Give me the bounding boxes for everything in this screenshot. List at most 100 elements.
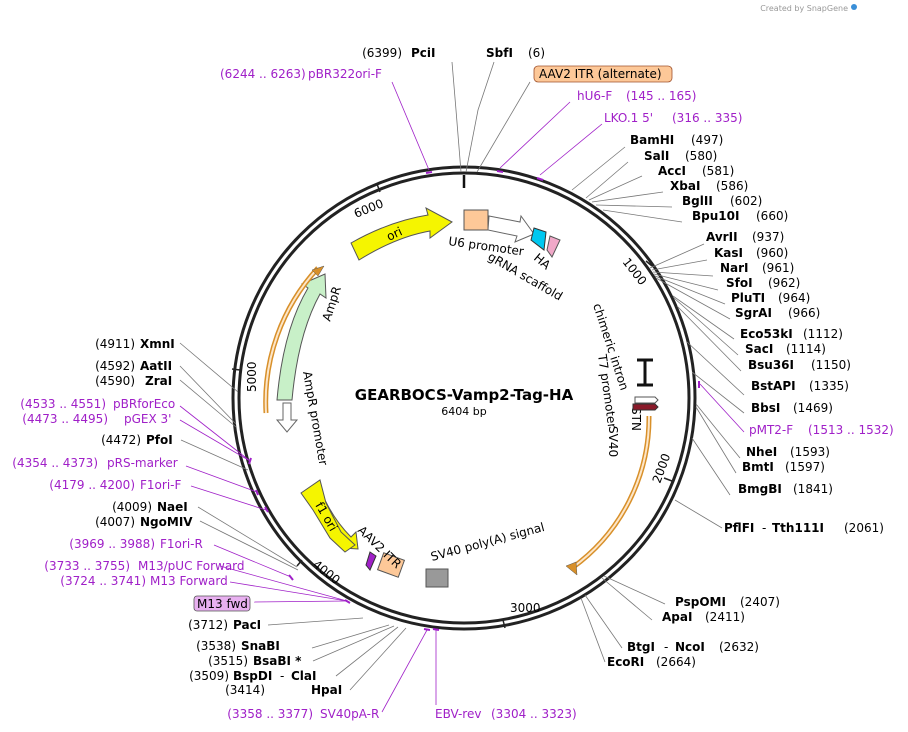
bmti-name[interactable]: BmtI (742, 460, 774, 474)
sv40-polya-feature[interactable] (425, 568, 449, 588)
snabi-name[interactable]: SnaBI (241, 639, 280, 653)
xbai-name[interactable]: XbaI (670, 179, 700, 193)
bsu36i-name[interactable]: Bsu36I (748, 358, 794, 372)
ncoi-name[interactable]: NcoI (675, 640, 705, 654)
bmgbi-pos: (1841) (793, 482, 833, 496)
plasmid-size: 6404 bp (441, 405, 486, 418)
naei-name[interactable]: NaeI (157, 500, 188, 514)
small-feature-marker[interactable] (546, 235, 561, 258)
hpai-pos: (3414) (225, 683, 265, 697)
saci-name[interactable]: SacI (745, 342, 773, 356)
paci-pos: (3712) (188, 618, 228, 632)
bstapi-name[interactable]: BstAPI (751, 379, 796, 393)
u6-promoter-feature[interactable] (463, 209, 489, 231)
ampr-feature[interactable] (276, 273, 327, 401)
ampr-promoter-feature[interactable] (275, 402, 299, 433)
ngomiv-name[interactable]: NgoMIV (140, 515, 193, 529)
sfoi-pos: (962) (768, 276, 800, 290)
sv40pa-primer-name[interactable]: SV40pA-R (320, 707, 379, 721)
f1orif-primer-range: (4179 .. 4200) (49, 478, 135, 492)
pbrforeco-primer-name[interactable]: pBRforEco (113, 397, 175, 411)
ori-feature[interactable] (350, 206, 453, 261)
grna-scaffold-label: gRNA scaffold (486, 249, 566, 303)
clai-name[interactable]: ClaI (291, 669, 316, 683)
pspomi-name[interactable]: PspOMI (675, 595, 726, 609)
kasi-pos: (960) (756, 246, 788, 260)
pbr322-primer-name[interactable]: pBR322ori-F (308, 67, 382, 81)
aav2-itr-marker (365, 551, 377, 571)
m13puc-primer-name[interactable]: M13/pUC Forward (138, 559, 245, 573)
ampr-promoter-label: AmpR promoter (300, 370, 330, 466)
bglii-pos: (602) (730, 194, 762, 208)
bmti-pos: (1597) (785, 460, 825, 474)
eco53ki-name[interactable]: Eco53kI (740, 327, 793, 341)
stn-label: STN (629, 407, 643, 431)
sali-name[interactable]: SalI (644, 149, 669, 163)
zrai-name[interactable]: ZraI (145, 374, 172, 388)
bmgbi-name[interactable]: BmgBI (738, 482, 782, 496)
backbone-inner-ring (237, 171, 691, 625)
xmni-name[interactable]: XmnI (140, 337, 175, 351)
bamhi-pos: (497) (691, 133, 723, 147)
aatii-name[interactable]: AatII (140, 359, 172, 373)
pflfi-name[interactable]: PflFI (724, 521, 754, 535)
ebv-primer-name[interactable]: EBV-rev (435, 707, 481, 721)
ha-tag-feature[interactable] (530, 227, 547, 251)
pluti-name[interactable]: PluTI (731, 291, 765, 305)
apai-name[interactable]: ApaI (662, 610, 692, 624)
kasi-name[interactable]: KasI (714, 246, 743, 260)
aav2-itr-alternate-box[interactable] (533, 65, 673, 83)
ngomiv-pos: (4007) (95, 515, 135, 529)
tth111i-pos: (2061) (844, 521, 884, 535)
t7-promoter-feature[interactable] (634, 396, 659, 404)
pci-site-name[interactable]: PciI (411, 46, 436, 60)
bsabi-name[interactable]: BsaBI * (253, 654, 302, 668)
snabi-pos: (3538) (196, 639, 236, 653)
grna-scaffold-feature[interactable] (487, 214, 535, 243)
avrii-name[interactable]: AvrII (706, 230, 738, 244)
bbsi-name[interactable]: BbsI (751, 401, 780, 415)
ebv-primer-range: (3304 .. 3323) (491, 707, 577, 721)
left-site-labels: (3414) HpaI (3509) BspDI - ClaI (3515) B… (12, 337, 342, 697)
bspdi-name[interactable]: BspDI (233, 669, 272, 683)
aav2-itr-alternate-label: AAV2 ITR (alternate) (539, 67, 662, 81)
xmni-pos: (4911) (95, 337, 135, 351)
btgi-name[interactable]: BtgI (627, 640, 655, 654)
sv40pa-primer-range: (3358 .. 3377) (227, 707, 313, 721)
sv40-label: SV40 (606, 426, 620, 457)
f1orif-primer-name[interactable]: F1ori-F (140, 478, 181, 492)
bsu36i-pos: (1150) (811, 358, 851, 372)
nhei-name[interactable]: NheI (746, 445, 777, 459)
bglii-name[interactable]: BglII (682, 194, 713, 208)
tth111i-name[interactable]: Tth111I (772, 521, 824, 535)
hpai-name[interactable]: HpaI (311, 683, 342, 697)
nari-pos: (961) (762, 261, 794, 275)
lko-primer-name[interactable]: LKO.1 5' (604, 111, 653, 125)
sfoi-name[interactable]: SfoI (726, 276, 753, 290)
zrai-pos: (4590) (95, 374, 135, 388)
sgrai-name[interactable]: SgrAI (735, 306, 772, 320)
pmt2-primer-name[interactable]: pMT2-F (749, 423, 793, 437)
sbf-site-name[interactable]: SbfI (486, 46, 513, 60)
prs-primer-name[interactable]: pRS-marker (107, 456, 178, 470)
m13f-primer-name[interactable]: M13 Forward (150, 574, 228, 588)
aav2-itr-feature[interactable] (376, 552, 406, 578)
m13-fwd-box[interactable] (193, 595, 251, 612)
pfoi-name[interactable]: PfoI (146, 433, 173, 447)
hu6-primer-name[interactable]: hU6-F (577, 89, 612, 103)
sgrai-pos: (966) (788, 306, 820, 320)
ecori-name[interactable]: EcoRI (607, 655, 644, 669)
right-site-labels: BamHI (497) SalI (580) AccI (581) XbaI (… (607, 133, 894, 669)
bamhi-name[interactable]: BamHI (630, 133, 674, 147)
tick-label-3000: 3000 (510, 601, 541, 615)
ecori-pos: (2664) (656, 655, 696, 669)
bpu10i-name[interactable]: Bpu10I (692, 209, 739, 223)
f1orir-primer-name[interactable]: F1ori-R (160, 537, 203, 551)
acci-name[interactable]: AccI (658, 164, 686, 178)
paci-name[interactable]: PacI (233, 618, 261, 632)
pmt2-primer-range: (1513 .. 1532) (808, 423, 894, 437)
sv40-feature[interactable] (632, 403, 659, 411)
pgex-primer-name[interactable]: pGEX 3' (124, 412, 171, 426)
hu6-primer-range: (145 .. 165) (626, 89, 696, 103)
nari-name[interactable]: NarI (720, 261, 749, 275)
